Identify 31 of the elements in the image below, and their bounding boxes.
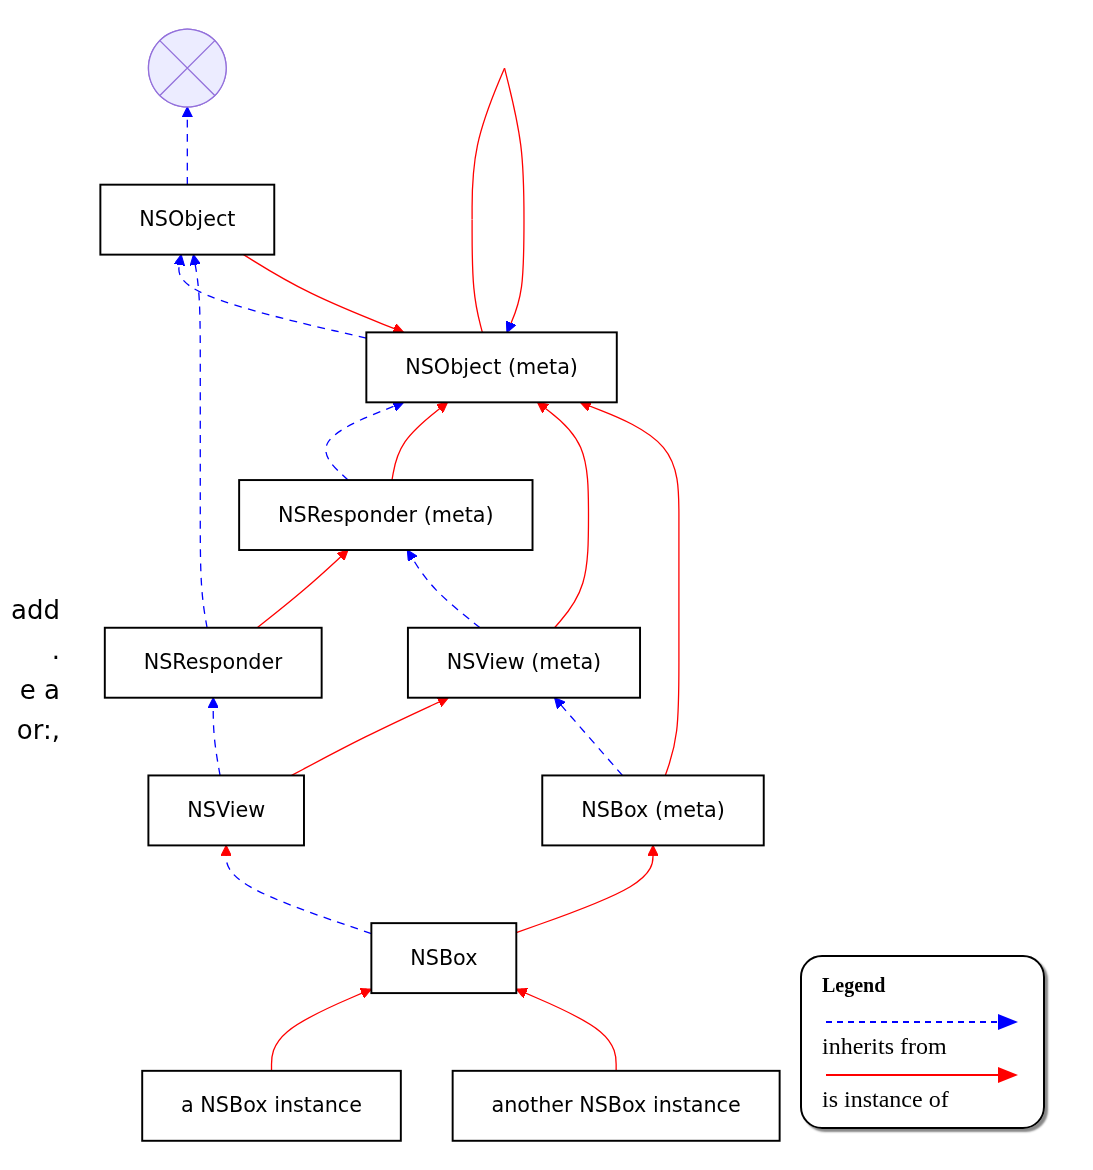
- arrow: [181, 106, 193, 186]
- arrow: [391, 401, 449, 481]
- node-box: NSView (meta): [406, 626, 641, 699]
- arrow: [189, 254, 208, 629]
- node-box: NSResponder (meta): [238, 479, 534, 551]
- node-box: a NSBox instance: [141, 1069, 402, 1142]
- node-box: NSBox (meta): [541, 774, 765, 847]
- node-box: NSView: [147, 774, 305, 847]
- arrow: [242, 254, 405, 334]
- node-box: NSObject (meta): [365, 331, 618, 404]
- text-fragment: .: [50, 634, 60, 667]
- arrow: [406, 549, 481, 629]
- node-box: NSObject: [99, 183, 276, 256]
- legend-text: inherits from: [822, 1033, 948, 1060]
- text-fragment: add: [10, 594, 60, 627]
- legend-title: Legend: [822, 974, 886, 997]
- arrow: [256, 549, 349, 629]
- arrow: [270, 988, 372, 1072]
- node-box: NSBox: [370, 922, 518, 995]
- arrow: [536, 401, 590, 629]
- arrow: [207, 697, 221, 777]
- arrow: [291, 696, 449, 777]
- arrow: [173, 254, 367, 339]
- legend-text: is instance of: [822, 1086, 950, 1113]
- node-box: NSResponder: [103, 626, 323, 699]
- arrow: [554, 697, 624, 777]
- text-fragment: or:,: [15, 714, 60, 747]
- arrow: [220, 844, 372, 935]
- arrow: [515, 988, 617, 1072]
- text-fragment: e a: [18, 674, 60, 707]
- node-box: another NSBox instance: [451, 1069, 781, 1142]
